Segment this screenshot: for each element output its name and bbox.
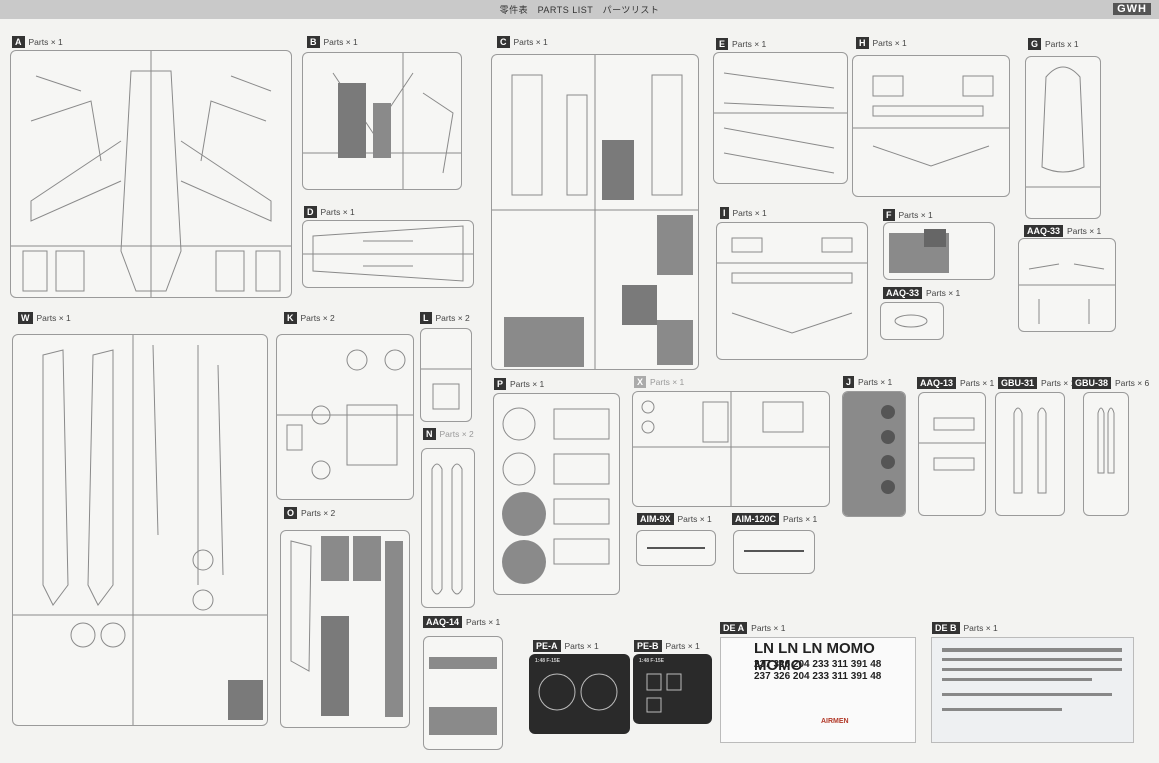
sprue-tree-h <box>852 55 1010 197</box>
sprue-tree-d <box>302 220 474 288</box>
sprue-tree-k <box>276 334 414 500</box>
decal-row-codes: LN LN LN MOMO MOMO <box>754 640 875 674</box>
sprue-tree-p <box>493 393 620 595</box>
photoetch-sheet-a: 1:48 F-15E <box>529 654 630 734</box>
sprue-tree-gbu31 <box>995 392 1065 516</box>
sprue-tree-aaq14 <box>423 636 503 750</box>
sprue-tree-aaq33-b <box>880 302 944 340</box>
sprue-tree-x <box>632 391 830 507</box>
sprue-tree-b <box>302 52 462 190</box>
sprue-tree-aim120c <box>733 530 815 574</box>
sprue-tree-i <box>716 222 868 360</box>
page-title: 零件表 PARTS LIST パーツリスト <box>499 5 660 15</box>
sprue-tree-a <box>10 50 292 298</box>
sprue-tree-j <box>842 391 906 517</box>
sprue-tree-n <box>421 448 475 608</box>
decal-nose-art: AIRMEN <box>821 718 849 725</box>
sprue-tree-aaq13 <box>918 392 986 516</box>
sprue-tree-gbu38 <box>1083 392 1129 516</box>
sprue-tree-f <box>883 222 995 280</box>
sprue-tree-aim9x <box>636 530 716 566</box>
sprue-tree-g <box>1025 56 1101 219</box>
photoetch-sheet-b: 1:48 F-15E <box>633 654 712 724</box>
decal-row-serials: 237 326 204 233 311 391 48 <box>754 659 882 670</box>
decal-sheet-a: LN LN LN MOMO MOMO 237 326 204 233 311 3… <box>720 637 916 743</box>
decal-sheet-b <box>931 637 1134 743</box>
sprue-tree-aaq33-a <box>1018 238 1116 332</box>
sprue-tree-o <box>280 530 410 728</box>
sprue-tree-w <box>12 334 268 726</box>
sprue-tree-c <box>491 54 699 370</box>
decal-row-serials-2: 237 326 204 233 311 391 48 <box>754 671 882 682</box>
sprue-tree-l <box>420 328 472 422</box>
sprue-tree-e <box>713 52 848 184</box>
brand-logo: GWH <box>1113 3 1151 15</box>
page-header: 零件表 PARTS LIST パーツリスト GWH <box>0 0 1159 19</box>
sprue-a-parts <box>11 51 291 297</box>
